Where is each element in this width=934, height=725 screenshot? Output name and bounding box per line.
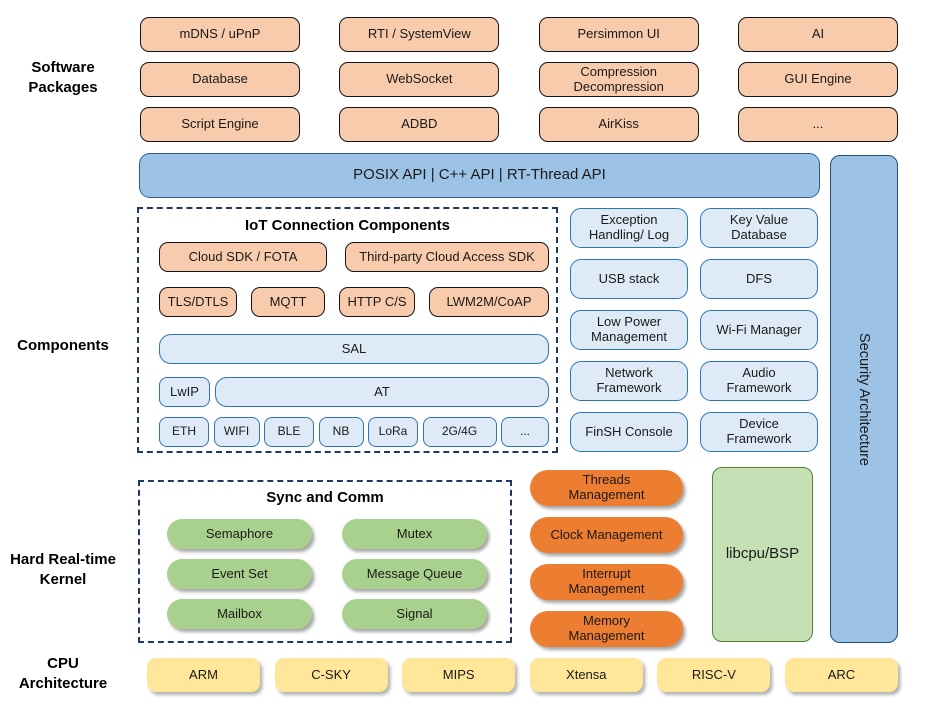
component-box: DFS [700,259,818,299]
component-box: Exception Handling/ Log [570,208,688,248]
link-box: LoRa [368,417,418,447]
section-label-cpu-architecture: CPU Architecture [18,655,108,692]
iot-link-row: ETH WIFI BLE NB LoRa 2G/4G ... [159,417,549,447]
kernel-management-column: Threads Management Clock Management Inte… [530,470,683,647]
link-box: ETH [159,417,209,447]
iot-protocol-row: TLS/DTLS MQTT HTTP C/S LWM2M/CoAP [159,287,549,317]
section-label-kernel: Hard Real-time Kernel [10,551,116,588]
link-box: ... [501,417,549,447]
security-architecture-bar: Security Architecture [830,155,898,643]
cpu-box: ARM [147,658,260,692]
iot-group-title: IoT Connection Components [245,217,450,234]
management-pill: Interrupt Management [530,564,683,600]
cpu-architecture-row: ARM C-SKY MIPS Xtensa RISC-V ARC [147,658,898,692]
sync-group-title: Sync and Comm [266,489,384,506]
component-box: Audio Framework [700,361,818,401]
software-packages-grid: mDNS / uPnP RTI / SystemView Persimmon U… [140,17,898,142]
component-box: Low Power Management [570,310,688,350]
protocol-box: TLS/DTLS [159,287,237,317]
cpu-box: RISC-V [657,658,771,692]
at-box: AT [215,377,549,407]
component-box: FinSH Console [570,412,688,452]
sync-pill: Mailbox [167,599,312,629]
cpu-box: C-SKY [274,658,388,692]
link-box: WIFI [213,417,260,447]
package-box: RTI / SystemView [339,17,500,52]
iot-lwip-at-row: LwIP AT [159,377,549,407]
component-box: Network Framework [570,361,688,401]
package-box: Database [140,62,300,97]
component-box: Wi-Fi Manager [700,310,818,350]
component-box: Key Value Database [700,208,818,248]
cpu-box: ARC [784,658,898,692]
component-box: Device Framework [700,412,818,452]
package-box: AirKiss [538,107,699,142]
sync-pill: Mutex [342,519,487,549]
management-pill: Threads Management [530,470,683,506]
sync-pill: Signal [342,599,487,629]
link-box: BLE [264,417,314,447]
link-box: 2G/4G [422,417,497,447]
api-bar: POSIX API | C++ API | RT-Thread API [139,153,820,198]
section-label-software-packages: Software Packages [28,59,98,96]
management-pill: Memory Management [530,611,683,647]
component-boxes-grid: Exception Handling/ Log Key Value Databa… [570,208,818,452]
protocol-box: HTTP C/S [339,287,415,317]
package-box: AI [737,17,898,52]
sync-items-grid: Semaphore Mutex Event Set Message Queue … [167,519,487,629]
package-box: mDNS / uPnP [140,17,300,52]
sync-pill: Semaphore [167,519,312,549]
cpu-box: Xtensa [529,658,643,692]
package-box: ADBD [339,107,500,142]
package-box: WebSocket [339,62,500,97]
iot-sdk-row: Cloud SDK / FOTA Third-party Cloud Acces… [159,242,549,272]
sync-pill: Message Queue [342,559,487,589]
management-pill: Clock Management [530,517,683,553]
package-box: Compression Decompression [538,62,699,97]
cpu-box: MIPS [402,658,516,692]
package-box: GUI Engine [737,62,898,97]
protocol-box: LWM2M/CoAP [429,287,549,317]
protocol-box: MQTT [251,287,325,317]
sync-and-comm-group: Sync and Comm Semaphore Mutex Event Set … [138,480,512,643]
iot-connection-components-group: IoT Connection Components Cloud SDK / FO… [137,207,558,453]
lwip-box: LwIP [159,377,210,407]
package-box: Persimmon UI [538,17,699,52]
section-label-components: Components [17,337,109,354]
package-box: Script Engine [140,107,300,142]
cloud-sdk-box: Cloud SDK / FOTA [159,242,327,272]
component-box: USB stack [570,259,688,299]
sync-pill: Event Set [167,559,312,589]
link-box: NB [318,417,364,447]
package-box: ... [737,107,898,142]
third-party-sdk-box: Third-party Cloud Access SDK [345,242,549,272]
sal-box: SAL [159,334,549,364]
libcpu-bsp-box: libcpu/BSP [712,467,813,642]
